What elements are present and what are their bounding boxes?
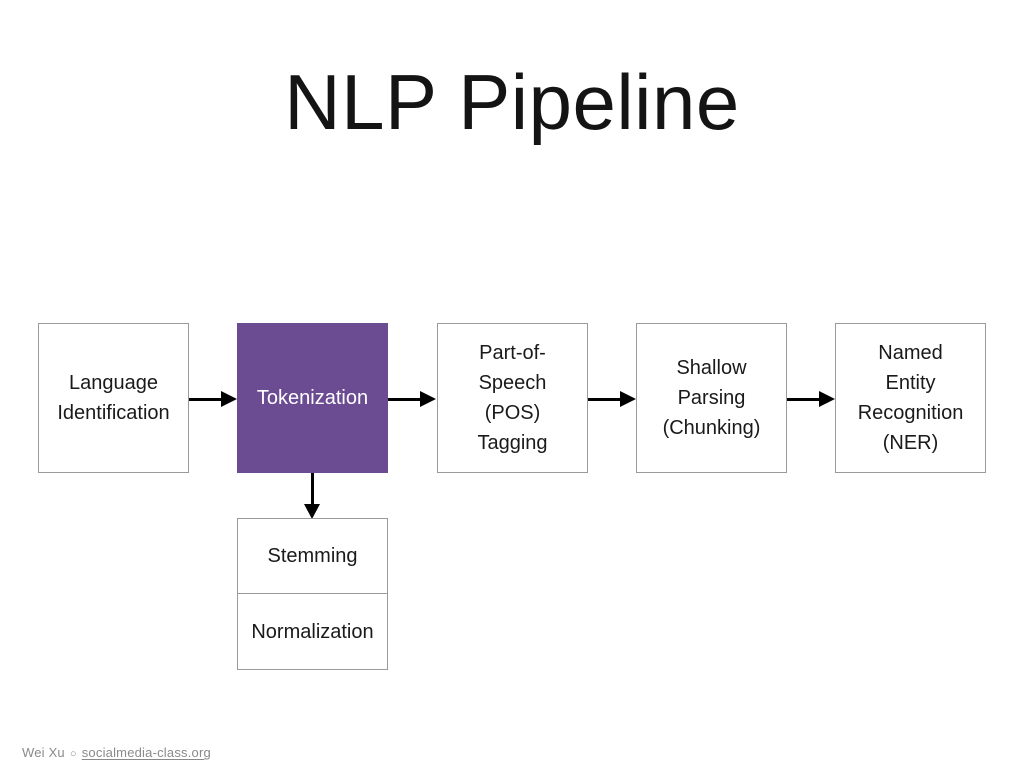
arrow-shaft [311, 473, 314, 507]
arrow-head [620, 391, 636, 407]
stage-box-shallow-parsing[interactable]: Shallow Parsing (Chunking) [636, 323, 787, 473]
footer-author: Wei Xu [22, 745, 65, 760]
arrow-down-icon [304, 473, 320, 519]
stage-label-ner: Named Entity Recognition (NER) [857, 342, 964, 454]
bullet-circle-icon: ○ [69, 748, 77, 760]
arrow-head [221, 391, 237, 407]
substage-label-normalization: Normalization [251, 620, 374, 643]
footer-site-link[interactable]: socialmedia-class.org [81, 745, 211, 760]
arrow-right-icon-2 [388, 391, 436, 407]
footer-credit: Wei Xu ○ socialmedia-class.org [22, 745, 211, 760]
arrow-shaft [189, 398, 223, 401]
page-title: NLP Pipeline [284, 58, 740, 146]
arrow-head [819, 391, 835, 407]
arrow-right-icon-1 [189, 391, 237, 407]
substage-group: Stemming Normalization [237, 518, 388, 670]
arrow-shaft [787, 398, 821, 401]
substage-box-stemming[interactable]: Stemming [237, 518, 388, 594]
stage-box-language-identification[interactable]: Language Identification [38, 323, 189, 473]
arrow-head [420, 391, 436, 407]
stage-box-pos-tagging[interactable]: Part-of- Speech (POS) Tagging [437, 323, 588, 473]
arrow-shaft [388, 398, 422, 401]
stage-label-language-identification: Language Identification [57, 372, 170, 424]
stage-label-shallow-parsing: Shallow Parsing (Chunking) [662, 357, 761, 439]
arrow-right-icon-4 [787, 391, 835, 407]
arrow-right-icon-3 [588, 391, 636, 407]
substage-box-normalization[interactable]: Normalization [237, 594, 388, 670]
pipeline-diagram: Language Identification Tokenization Par… [38, 323, 986, 473]
stage-label-tokenization: Tokenization [256, 387, 369, 409]
arrow-head [304, 504, 320, 519]
arrow-shaft [588, 398, 622, 401]
substage-label-stemming: Stemming [267, 545, 358, 567]
stage-label-pos-tagging: Part-of- Speech (POS) Tagging [477, 342, 548, 454]
stage-box-ner[interactable]: Named Entity Recognition (NER) [835, 323, 986, 473]
stage-box-tokenization[interactable]: Tokenization [237, 323, 388, 473]
